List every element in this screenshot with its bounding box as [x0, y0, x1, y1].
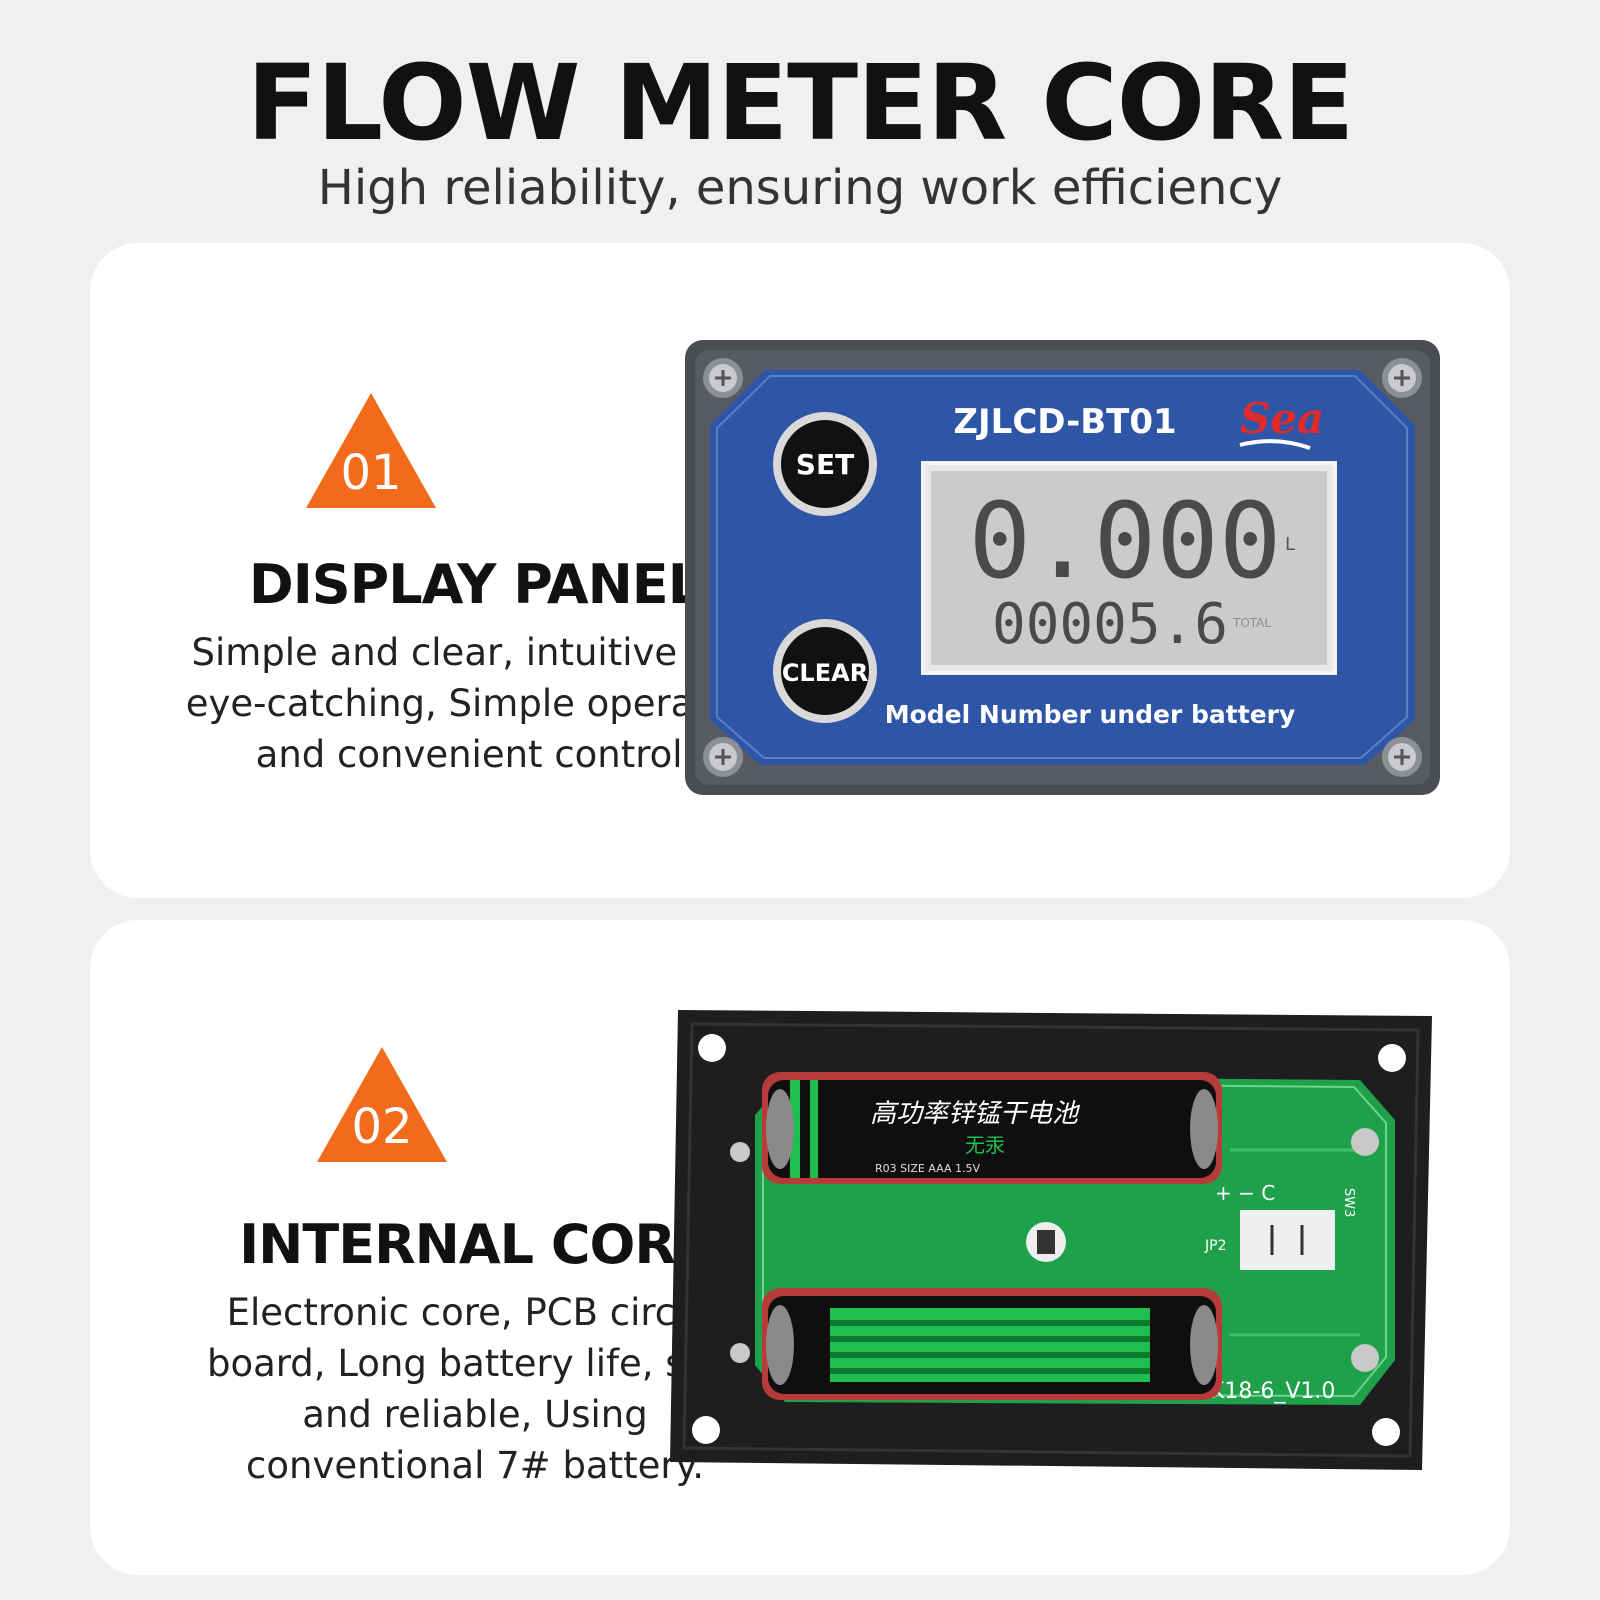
screw-icon: [1382, 358, 1422, 398]
section-title: INTERNAL CORE: [239, 1213, 712, 1276]
battery-top: 高功率锌锰干电池 无汞 R03 SIZE AAA 1.5V: [762, 1072, 1222, 1184]
model-footer: Model Number under battery: [885, 700, 1296, 729]
battery-subtext: 无汞: [965, 1133, 1005, 1157]
battery-bottom: [762, 1288, 1222, 1400]
triangle-icon: [317, 1047, 447, 1162]
battery-size-text: R03 SIZE AAA 1.5V: [875, 1162, 981, 1175]
section-title: DISPLAY PANEL: [248, 553, 702, 616]
unit-label: L: [1285, 534, 1295, 555]
display-panel-card: 01 DISPLAY PANEL Simple and clear, intui…: [90, 243, 1510, 898]
model-name: ZJLCD-BT01: [953, 402, 1176, 442]
connector-label: JP2: [1204, 1238, 1226, 1254]
internal-core-photo: + − C JP2 SW3 K18-6_V1.0 高功率锌锰干电池 无汞 R03…: [670, 1010, 1440, 1470]
screw-icon: [1382, 737, 1422, 777]
screw-icon: [703, 737, 743, 777]
set-button[interactable]: SET: [773, 412, 877, 516]
battery-brand-text: 高功率锌锰干电池: [870, 1099, 1081, 1129]
triangle-icon: [306, 393, 436, 508]
section-badge-02: 02: [317, 1047, 447, 1162]
screw-icon: [703, 358, 743, 398]
clear-button[interactable]: CLEAR: [773, 619, 877, 723]
switch-label: SW3: [1341, 1188, 1356, 1217]
svg-text:CLEAR: CLEAR: [782, 659, 868, 687]
lcd-screen: 0.000 L 00005.6 TOTAL: [921, 461, 1337, 675]
flow-reading: 0.000: [968, 480, 1281, 602]
board-version: K18-6_V1.0: [1210, 1379, 1335, 1404]
brand-logo: Sea: [1240, 394, 1324, 443]
page-subtitle: High reliability, ensuring work efficien…: [317, 160, 1283, 216]
display-panel-photo: ZJLCD-BT01 Sea SET CLEAR 0.000 L: [685, 340, 1440, 795]
connector-pins-label: + − C: [1215, 1181, 1275, 1205]
section-number: 02: [351, 1099, 413, 1155]
total-label: TOTAL: [1232, 616, 1271, 630]
section-description: Electronic core, PCB circuit board, Long…: [206, 1291, 744, 1487]
total-reading: 00005.6: [992, 592, 1228, 657]
section-description: Simple and clear, intuitive and eye-catc…: [185, 631, 765, 776]
section-number: 01: [340, 445, 402, 501]
page-title: FLOW METER CORE: [246, 42, 1355, 164]
internal-core-card: 02 INTERNAL CORE Electronic core, PCB ci…: [90, 920, 1510, 1575]
svg-text:SET: SET: [796, 448, 854, 481]
section-badge-01: 01: [306, 393, 436, 508]
